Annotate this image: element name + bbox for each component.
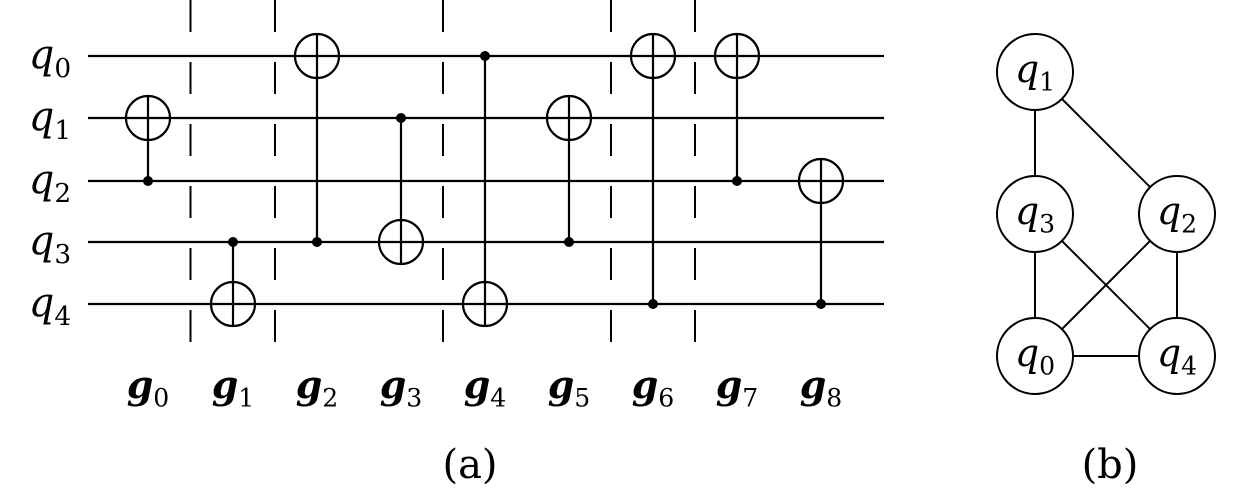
node-circle (996, 33, 1074, 111)
qubit-label-q1: q1 (29, 94, 71, 146)
node-label-q2: q2 (1157, 189, 1197, 238)
node-label-q3-sub: 3 (1039, 209, 1055, 238)
node-label-q2-base: q (1157, 189, 1181, 233)
caption-b: (b) (1082, 442, 1139, 488)
node-label-q0-base: q (1015, 331, 1039, 375)
qubit-label-q4: q4 (29, 280, 71, 332)
cnot-gate-g8 (797, 157, 845, 309)
gate-label-g1: g1 (212, 362, 255, 412)
control-dot (312, 237, 322, 247)
qubit-label-q2-base: q (29, 157, 55, 203)
control-dot (732, 176, 742, 186)
cnot-gate-g5 (545, 94, 593, 247)
control-dot (564, 237, 574, 247)
graph-node-q2: q2 (1138, 175, 1216, 253)
gate-label-g5: g5 (548, 362, 591, 412)
cnot-gate-g4 (461, 51, 509, 328)
gate-label-g7: g7 (716, 362, 759, 412)
node-label-q0-sub: 0 (1039, 351, 1055, 380)
gate-label-g8-base: g (800, 362, 827, 407)
node-label-q1: q1 (1015, 47, 1055, 96)
node-label-q4-base: q (1157, 331, 1181, 375)
qubit-label-q4-base: q (29, 280, 55, 326)
qubit-label-q3: q3 (29, 218, 71, 270)
gate-label-g4-sub: 4 (490, 383, 506, 412)
gate-label-g4-base: g (464, 362, 491, 407)
cnot-gate-g2 (293, 32, 341, 247)
node-label-q0: q0 (1015, 331, 1055, 380)
qubit-label-q0-sub: 0 (54, 53, 71, 84)
gate-label-g0-base: g (127, 362, 154, 407)
node-label-q1-base: q (1015, 47, 1039, 91)
node-circle (996, 175, 1074, 253)
qubit-label-q1-sub: 1 (54, 115, 71, 146)
gate-label-g1-base: g (212, 362, 239, 407)
gate-label-g5-base: g (548, 362, 575, 407)
graph-node-q3: q3 (996, 175, 1074, 253)
gate-label-g0-sub: 0 (153, 383, 169, 412)
gate-label-g8: g8 (800, 362, 843, 412)
gate-label-g3: g3 (380, 362, 423, 412)
cnot-gate-g3 (377, 113, 425, 266)
gate-label-g2: g2 (296, 362, 339, 412)
gate-label-g4: g4 (464, 362, 507, 412)
node-label-q3-base: q (1015, 189, 1039, 233)
qubit-label-q2: q2 (29, 157, 71, 209)
node-label-q3: q3 (1015, 189, 1055, 238)
qubit-label-q2-sub: 2 (54, 178, 71, 209)
qubit-label-q1-base: q (29, 94, 55, 140)
cnot-gate-g7 (713, 32, 761, 186)
gate-label-g6: g6 (632, 362, 675, 412)
cnot-gate-g1 (209, 237, 257, 328)
graph-node-q0: q0 (996, 317, 1074, 395)
qubit-label-q3-sub: 3 (54, 239, 71, 270)
control-dot (143, 176, 153, 186)
qubit-label-q4-sub: 4 (54, 301, 71, 332)
gate-label-g8-sub: 8 (826, 383, 842, 412)
gate-label-g2-sub: 2 (322, 383, 338, 412)
node-circle (1138, 317, 1216, 395)
gate-label-g5-sub: 5 (574, 383, 590, 412)
qubit-label-q0-base: q (29, 32, 55, 78)
control-dot (648, 299, 658, 309)
gate-label-g1-sub: 1 (238, 383, 254, 412)
gate-label-g0: g0 (127, 362, 170, 412)
graph-node-q4: q4 (1138, 317, 1216, 395)
gate-label-g7-sub: 7 (742, 383, 758, 412)
gate-label-g7-base: g (716, 362, 743, 407)
node-label-q4: q4 (1157, 331, 1197, 380)
control-dot (228, 237, 238, 247)
cnot-gate-g6 (629, 32, 677, 309)
control-dot (396, 113, 406, 123)
qubit-label-q3-base: q (29, 218, 55, 264)
control-dot (816, 299, 826, 309)
gate-label-g3-sub: 3 (406, 383, 422, 412)
qubit-label-q0: q0 (29, 32, 71, 84)
gate-label-g3-base: g (380, 362, 407, 407)
graph-node-q1: q1 (996, 33, 1074, 111)
node-label-q4-sub: 4 (1181, 351, 1197, 380)
control-dot (480, 51, 490, 61)
gate-label-g6-base: g (632, 362, 659, 407)
node-label-q1-sub: 1 (1039, 67, 1055, 96)
node-circle (996, 317, 1074, 395)
cnot-gates (124, 32, 845, 328)
gate-label-g2-base: g (296, 362, 323, 407)
node-label-q2-sub: 2 (1181, 209, 1197, 238)
node-circle (1138, 175, 1216, 253)
cnot-gate-g0 (124, 94, 172, 186)
caption-a: (a) (442, 442, 497, 488)
gate-label-g6-sub: 6 (658, 383, 674, 412)
